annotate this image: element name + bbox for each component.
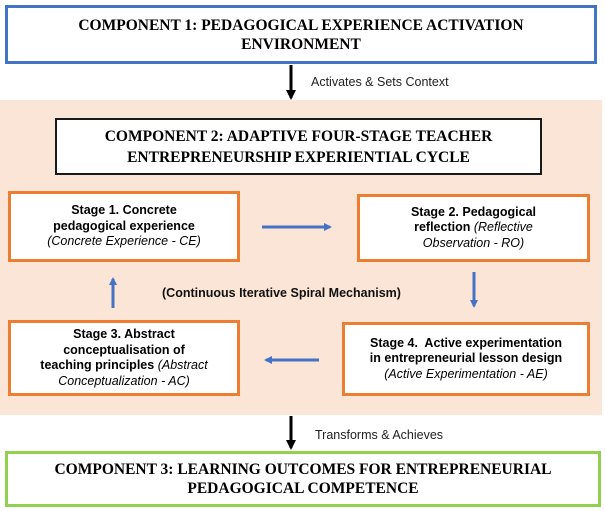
component-1-box: COMPONENT 1: PEDAGOGICAL EXPERIENCE ACTI… [5, 5, 597, 64]
stage-2-title-line2: reflection [414, 220, 471, 235]
component-2-title-line1: COMPONENT 2: ADAPTIVE FOUR-STAGE TEACHER [104, 127, 493, 145]
stage-2-subtitle-a: (Reflective [473, 220, 533, 235]
stage-3-title-line2: conceptualisation of [63, 342, 185, 357]
stage-1-title-line1: Stage 1. Concrete [71, 203, 177, 218]
stage-1-box: Stage 1. Concrete pedagogical experience… [8, 191, 240, 262]
connector-1-label: Activates & Sets Context [311, 75, 449, 89]
stage-2-box: Stage 2. Pedagogical reflection (Reflect… [357, 194, 590, 262]
connector-2-label: Transforms & Achieves [315, 428, 444, 442]
stage-4-subtitle: (Active Experimentation - AE) [384, 366, 548, 381]
stage-2-title-line1: Stage 2. Pedagogical [410, 204, 537, 219]
component-2-box: COMPONENT 2: ADAPTIVE FOUR-STAGE TEACHER… [55, 118, 542, 175]
component-3-box: COMPONENT 3: LEARNING OUTCOMES FOR ENTRE… [5, 451, 601, 507]
stage-3-subtitle-a: (Abstract [157, 358, 208, 372]
stage-3-title-line3: teaching principles [40, 358, 155, 372]
stage-1-subtitle: (Concrete Experience - CE) [47, 234, 201, 249]
stage-4-title-line2: in entrepreneurial lesson design [369, 351, 563, 366]
component-3-title-line2: PEDAGOGICAL COMPETENCE [187, 480, 419, 497]
stage-4-box: Stage 4. Active experimentation in entre… [342, 322, 590, 396]
stage-3-box: Stage 3. Abstract conceptualisation of t… [8, 320, 240, 396]
stage-2-subtitle-b: Observation - RO) [422, 235, 525, 250]
stage-4-title-line1: Stage 4. Active experimentation [370, 335, 562, 350]
stage-3-title-line1: Stage 3. Abstract [73, 327, 175, 341]
stage-1-title-line2: pedagogical experience [53, 218, 195, 233]
stage-3-subtitle-b: Conceptualization - AC) [58, 373, 190, 388]
component-3-title-line1: COMPONENT 3: LEARNING OUTCOMES FOR ENTRE… [54, 461, 552, 478]
component-1-title-line1: COMPONENT 1: PEDAGOGICAL EXPERIENCE ACTI… [78, 16, 524, 34]
component-1-title-line2: ENVIRONMENT [241, 35, 361, 53]
cycle-label: (Continuous Iterative Spiral Mechanism) [162, 286, 401, 300]
component-2-title-line2: ENTREPRENEURSHIP EXPERIENTIAL CYCLE [127, 148, 470, 166]
